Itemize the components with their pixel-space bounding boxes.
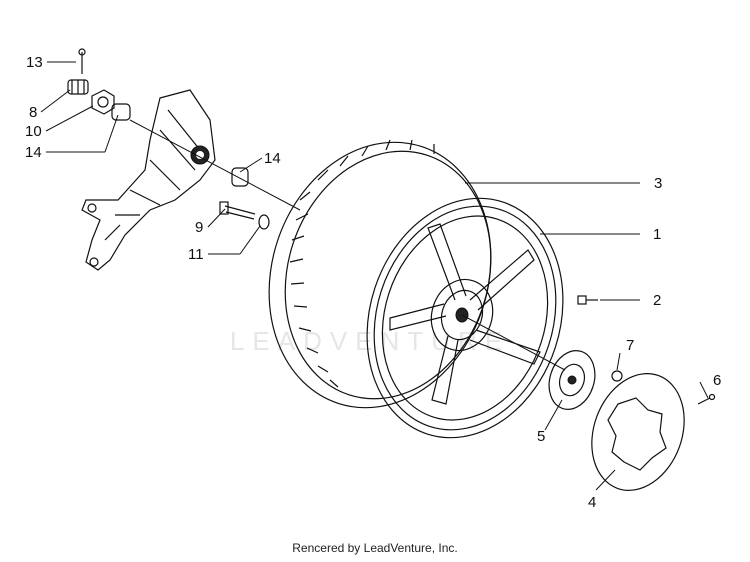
- bushing: [231, 167, 249, 187]
- nut: [611, 370, 623, 382]
- callout-9: 9: [195, 219, 203, 236]
- hub-flange: [548, 350, 596, 410]
- wheel-bolt: [577, 295, 598, 305]
- callout-3: 3: [654, 175, 662, 192]
- spacer: [111, 103, 131, 121]
- bolt: [219, 201, 256, 220]
- swingarm-bracket: [81, 89, 216, 271]
- callout-5: 5: [537, 428, 545, 445]
- callout-11: 11: [188, 246, 204, 263]
- castle-nut: [67, 79, 89, 95]
- callout-4: 4: [588, 494, 596, 511]
- callout-10: 10: [25, 123, 42, 140]
- cotter-pin: [78, 48, 86, 74]
- callout-fourteen: 14: [264, 150, 281, 167]
- disc-screw: [697, 393, 716, 405]
- callout-6: 6: [713, 372, 721, 389]
- brake-disc: [591, 373, 685, 491]
- callout-8: 8: [29, 104, 37, 121]
- callout-12: 13: [26, 54, 43, 71]
- washer: [258, 214, 270, 230]
- callout-1: 1: [653, 226, 661, 243]
- credit-line: Rencered by LeadVenture, Inc.: [292, 541, 458, 555]
- callout-7: 7: [626, 337, 634, 354]
- leader-lines: [40, 61, 709, 491]
- wheel-rim: [366, 197, 564, 439]
- callout-13: 14: [25, 144, 42, 161]
- callout-2: 2: [653, 292, 661, 309]
- axle-nut: [91, 89, 115, 115]
